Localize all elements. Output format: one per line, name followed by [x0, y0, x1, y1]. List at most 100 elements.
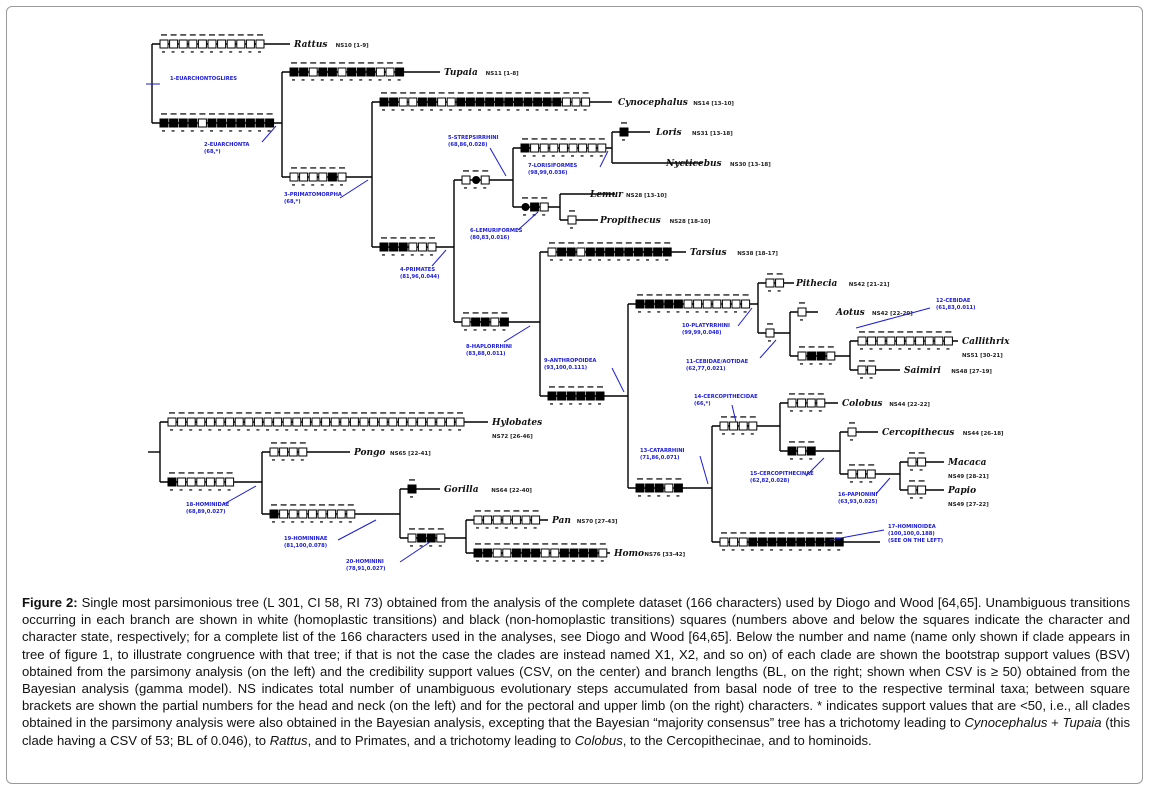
character-number-mark: [817, 393, 824, 395]
transition-square-white: [337, 67, 347, 77]
character-number-mark: [740, 416, 747, 418]
transition-square-white: [279, 447, 289, 457]
transition-square-black: [417, 533, 427, 543]
character-number-mark: [437, 412, 444, 414]
transition-square-black: [178, 118, 188, 128]
transition-square-black: [635, 299, 645, 309]
character-number-mark: [918, 452, 925, 454]
clade-pointer: [431, 249, 447, 267]
character-state-mark: [181, 130, 185, 132]
character-number-mark: [428, 412, 435, 414]
character-number-mark: [265, 412, 271, 414]
character-number-mark: [290, 442, 297, 444]
character-number-mark: [798, 393, 805, 395]
character-state-mark: [237, 429, 241, 431]
character-state-mark: [535, 109, 539, 111]
clade-label: 6-LEMURIFORMES: [470, 228, 523, 234]
character-number-mark: [868, 331, 875, 333]
character-number-mark: [218, 34, 225, 36]
character-number-mark: [918, 480, 925, 482]
character-state-mark: [809, 363, 813, 365]
character-state-mark: [476, 560, 479, 562]
transition-square-black: [796, 537, 806, 547]
transition-node-circle: [472, 176, 481, 184]
character-state-mark: [248, 51, 252, 53]
figure-caption: Figure 2: Single most parsimonious tree …: [22, 594, 1130, 749]
character-number-mark: [348, 62, 355, 64]
transition-square-white: [587, 143, 597, 153]
transition-square-white: [857, 469, 867, 479]
ns-value: NS64 [22-40]: [491, 488, 532, 494]
transition-square-white: [473, 515, 483, 525]
character-number-mark: [300, 167, 307, 169]
character-number-mark: [339, 167, 345, 169]
transition-square-black: [633, 247, 643, 257]
transition-square-white: [765, 278, 775, 288]
character-state-mark: [410, 545, 413, 547]
character-number-mark: [541, 197, 548, 199]
transition-square-white: [502, 548, 512, 558]
taxon-name: Callithrix: [962, 337, 1010, 347]
character-state-mark: [162, 130, 165, 132]
character-number-mark: [513, 510, 520, 512]
character-state-mark: [275, 429, 279, 431]
transition-square-white: [866, 469, 876, 479]
clade-label: 15-CERCOPITHECINAE: [750, 471, 814, 477]
character-state-mark: [514, 527, 518, 529]
character-number-mark: [694, 294, 701, 296]
character-state-mark: [378, 79, 382, 81]
character-state-mark: [281, 459, 285, 461]
character-number-mark: [300, 62, 307, 64]
clade-label: 1-EUARCHONTOGLIRES: [170, 76, 237, 82]
ns-value: NS49 [28-21]: [948, 474, 989, 480]
character-state-mark: [598, 403, 601, 405]
character-number-mark: [180, 113, 187, 115]
transition-square-white: [288, 509, 298, 519]
transition-square-white: [225, 417, 235, 427]
transition-square-white: [298, 509, 308, 519]
character-number-mark: [859, 331, 865, 333]
character-number-mark: [280, 442, 287, 444]
character-number-mark: [178, 472, 185, 474]
transition-square-white: [177, 477, 187, 487]
transition-square-black: [635, 483, 645, 493]
character-state-mark: [410, 254, 414, 256]
clade-pointer: [855, 307, 931, 329]
character-number-mark: [656, 478, 663, 480]
character-state-mark: [827, 549, 831, 551]
character-number-mark: [319, 167, 326, 169]
character-number-mark: [247, 34, 254, 36]
character-number-mark: [568, 386, 575, 388]
character-state-mark: [506, 109, 510, 111]
clade-label: (78,91,0.027): [346, 566, 386, 572]
character-number-mark: [599, 543, 606, 545]
character-state-mark: [504, 527, 508, 529]
character-number-mark: [381, 237, 387, 239]
character-state-mark: [665, 259, 669, 261]
caption-rattus: Rattus: [269, 732, 308, 748]
character-number-mark: [616, 242, 623, 244]
transition-square-white: [461, 175, 471, 185]
character-state-mark: [676, 311, 680, 313]
transition-square-white: [729, 421, 739, 431]
character-state-mark: [304, 429, 308, 431]
clade-label: (61,83,0.011): [936, 305, 976, 311]
character-state-mark: [750, 549, 754, 551]
character-number-mark: [836, 532, 843, 534]
character-state-mark: [340, 79, 343, 81]
character-number-mark: [418, 412, 425, 414]
character-state-mark: [888, 348, 892, 350]
transition-square-black: [379, 97, 389, 107]
clade-label: (81,100,0.078): [284, 543, 327, 549]
character-state-mark: [850, 439, 853, 441]
character-number-mark: [274, 412, 281, 414]
taxon-name: Tarsius: [690, 248, 727, 258]
character-state-mark: [495, 527, 499, 529]
character-state-mark: [910, 469, 913, 471]
character-state-mark: [410, 109, 414, 111]
transition-square-white: [568, 143, 578, 153]
clade-label: 9-ANTHROPOIDEA: [544, 358, 596, 364]
taxon-name: Macaca: [947, 458, 987, 468]
clade-pointer: [339, 179, 369, 199]
character-number-mark: [570, 138, 576, 140]
